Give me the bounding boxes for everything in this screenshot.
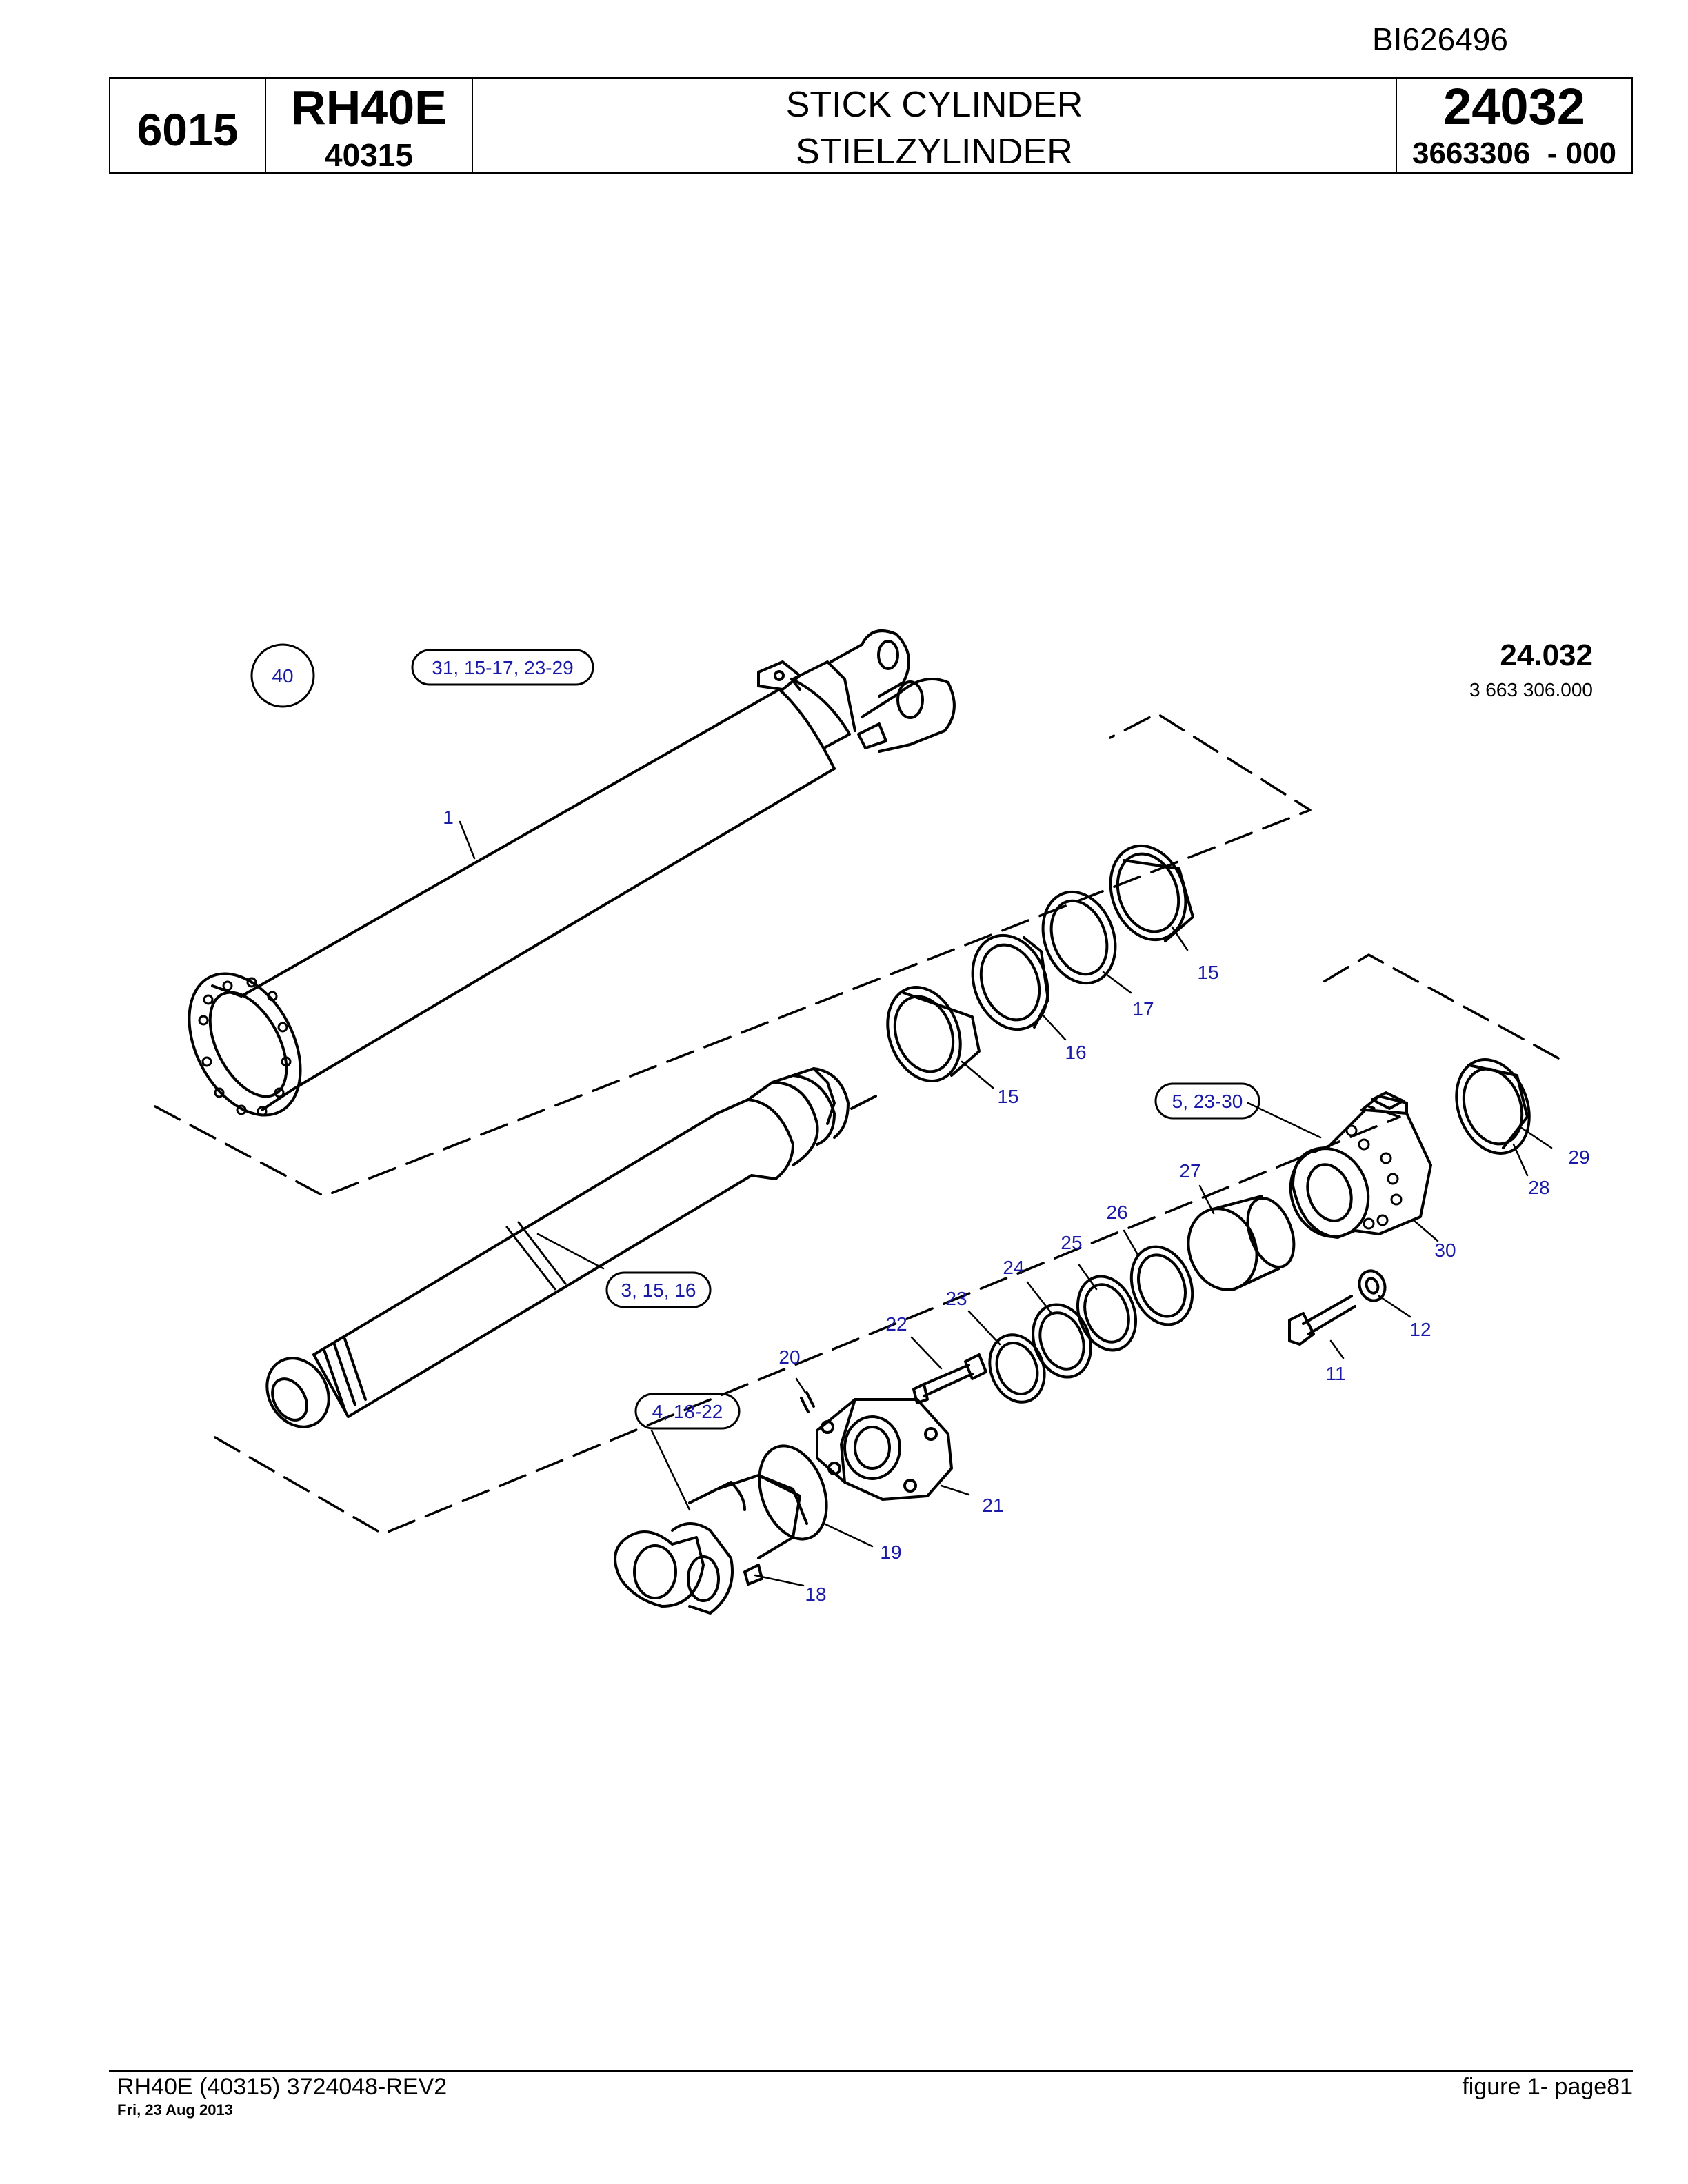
callout-labels: 40 31, 15-17, 23-29 1 15 17 16 15 5, 23-… [272,657,1589,1605]
callout-24: 24 [1003,1257,1024,1278]
callout-30: 30 [1434,1240,1456,1261]
callout-12: 12 [1409,1319,1431,1340]
model-cell: RH40E 40315 [266,79,473,173]
callout-5-capsule [1154,1082,1260,1120]
section-cell: 6015 [110,79,266,172]
callout-3: 3, 15, 16 [621,1280,696,1301]
bushing-and-rings-drawing [988,1195,1296,1404]
callout-26: 26 [1106,1202,1127,1223]
callout-4: 4, 18-22 [652,1401,723,1422]
footer-figure: figure 1- page81 [1462,2074,1633,2100]
title-cell: STICK CYLINDER STIELZYLINDER [473,79,1397,172]
leader-lines [459,820,1553,1587]
callout-19: 19 [880,1541,901,1563]
footer-date: Fri, 23 Aug 2013 [117,2101,233,2119]
callout-17: 17 [1132,998,1154,1020]
callout-31-capsule [411,649,594,686]
callout-15a: 15 [1197,962,1218,983]
piston-rod-drawing [265,1067,877,1428]
title-block: 6015 RH40E 40315 STICK CYLINDER STIELZYL… [109,77,1633,174]
part-number: 3663306 - 000 [1411,136,1617,170]
callout-11: 11 [1325,1363,1345,1384]
footer-rule [109,2070,1633,2072]
callout-40: 40 [272,665,293,687]
callout-29: 29 [1568,1146,1589,1168]
callout-23: 23 [945,1288,967,1309]
model-name: RH40E [291,81,447,134]
footer-reference: RH40E (40315) 3724048-REV2 [117,2074,448,2100]
callout-40-circle [250,643,315,708]
callout-4-capsule [634,1393,741,1430]
callout-22: 22 [885,1313,907,1335]
section-number: 6015 [137,104,239,155]
upper-seal-rings-drawing [886,844,1194,1082]
explode-frame-lower [214,953,1560,1535]
callout-31: 31, 15-17, 23-29 [432,657,574,678]
model-serial: 40315 [325,137,413,173]
callout-20: 20 [778,1346,800,1368]
callout-1: 1 [443,807,454,828]
group-cell: 24032 3663306 - 000 [1397,78,1631,172]
group-number: 24032 [1443,78,1585,135]
callout-5: 5, 23-30 [1172,1091,1243,1112]
callout-27: 27 [1179,1160,1200,1182]
explode-frame-upper [154,712,1312,1197]
callout-28: 28 [1528,1177,1549,1198]
callout-16: 16 [1065,1042,1086,1063]
title-german: STIELZYLINDER [796,132,1073,172]
piston-drawing [1289,1058,1531,1239]
document-id: BI626496 [1372,21,1508,57]
cylinder-tube-drawing [188,629,956,1117]
drawing-ref-number: 24.032 [1500,638,1593,672]
callout-15b: 15 [997,1086,1018,1107]
title-english: STICK CYLINDER [785,85,1083,125]
callout-18: 18 [805,1584,826,1605]
drawing-ref-part: 3 663 306.000 [1469,679,1593,700]
callout-3-capsule [605,1271,712,1308]
callout-21: 21 [982,1495,1003,1516]
rod-eye-drawing [614,1391,953,1615]
callout-25: 25 [1061,1232,1082,1253]
bolt-washer-drawing [912,1269,1387,1404]
